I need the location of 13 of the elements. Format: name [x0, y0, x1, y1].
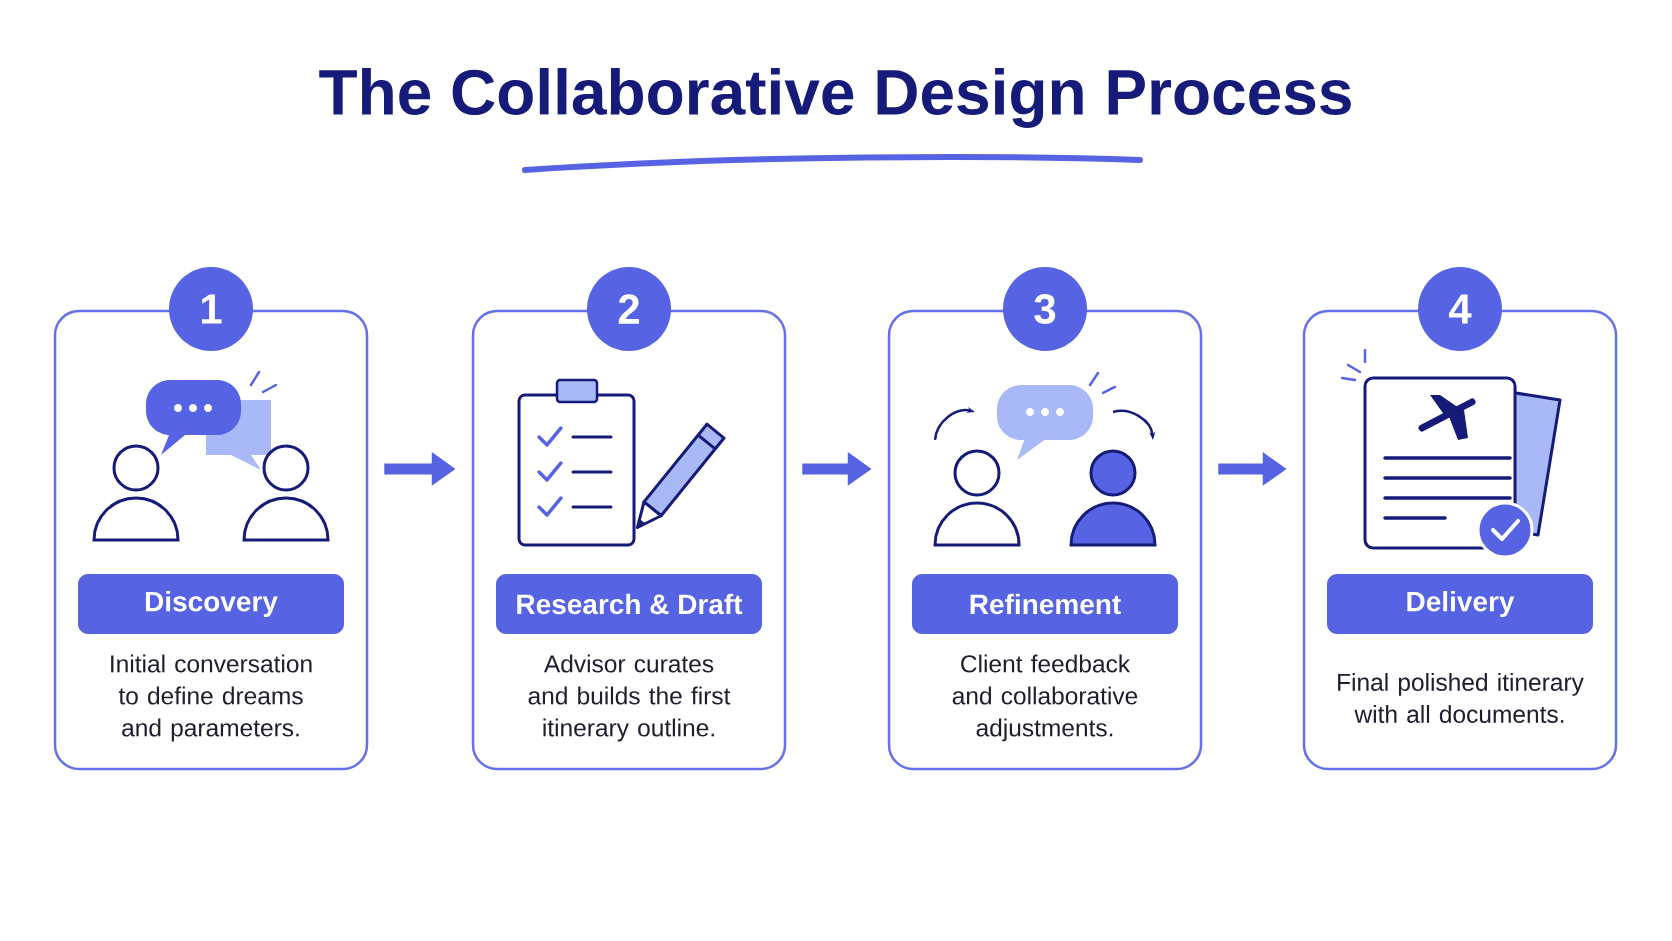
step-description: Final polished itinerary with all documents. [1338, 673, 1584, 723]
step-title: Discovery [78, 574, 344, 634]
title: The Collaborative Design Process [319, 68, 1351, 128]
step-number-badge: 3 [1003, 267, 1087, 351]
step-title: Refinement [912, 574, 1178, 634]
step-description: Initial conversation to define dreams and parameters. [111, 654, 312, 742]
step-number-badge: 1 [169, 267, 253, 351]
step-description: Client feedback and collaborative adjustments. [952, 654, 1138, 742]
step-number-badge: 4 [1418, 267, 1502, 351]
step-title: Research & Draft [496, 574, 762, 634]
step-description: Advisor curates and builds the first itinerary outline. [528, 654, 731, 742]
step-number-badge: 2 [587, 267, 671, 351]
step-title: Delivery [1327, 574, 1593, 634]
